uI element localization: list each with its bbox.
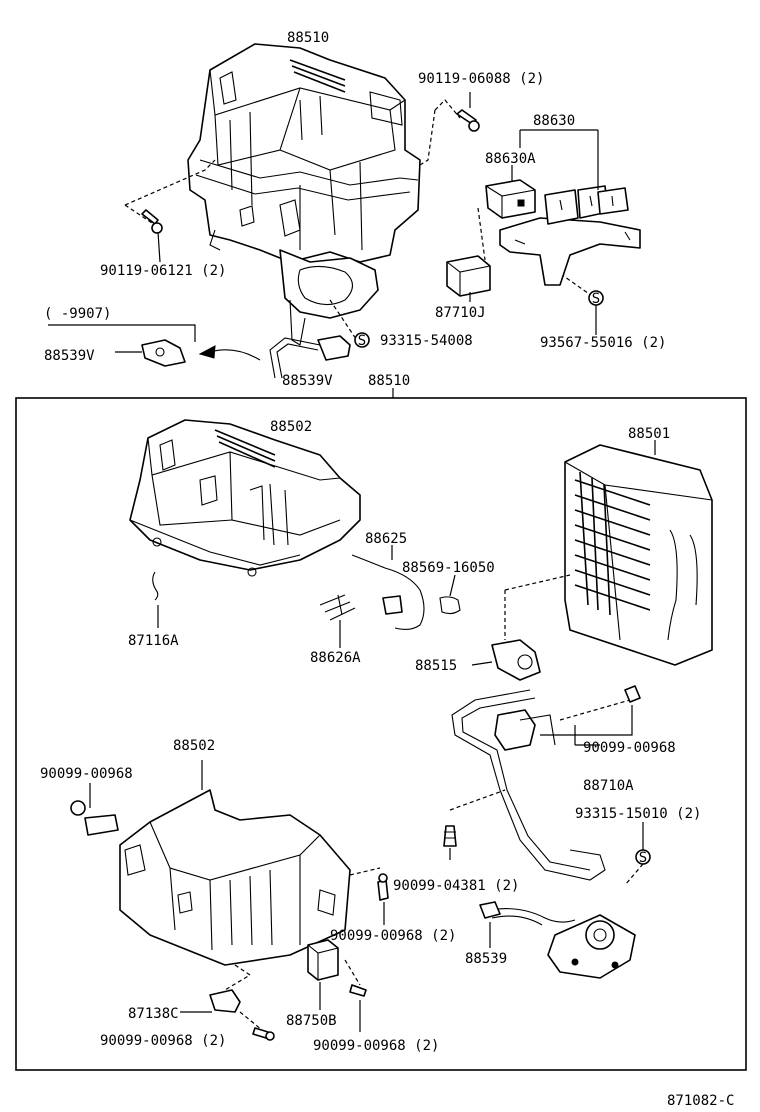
bolt-90119-06121	[141, 209, 163, 234]
arrow-icon	[198, 345, 261, 361]
label-clip-wire: 88569-16050	[402, 560, 495, 576]
screw-marker-1: S	[354, 332, 370, 349]
label-relay-group: 88630	[533, 113, 575, 129]
bolt-90099-00968-left	[70, 783, 119, 836]
bolt-90099-00968-bottom-left	[252, 1027, 275, 1041]
label-bolt-left: 90119-06121 (2)	[100, 263, 226, 279]
clamp-88626a	[319, 594, 356, 648]
label-diagram-id: 871082-C	[667, 1093, 734, 1109]
label-sensor-mid: 88539V	[282, 373, 333, 389]
label-screw-s3: 93315-15010 (2)	[575, 806, 701, 822]
screw-marker-2: S	[588, 290, 604, 307]
label-evaporator: 88501	[628, 426, 670, 442]
label-bolt-lower-left: 90099-00968	[40, 766, 133, 782]
screw-marker-text: S	[592, 291, 600, 307]
screw-marker-text: S	[358, 333, 366, 349]
label-relay-j: 87710J	[435, 305, 486, 321]
bolt-90099-04381	[443, 825, 457, 860]
label-relay-a: 88630A	[485, 151, 536, 167]
assembly-box	[15, 397, 747, 1071]
label-sensor-left: 88539V	[44, 348, 95, 364]
cooling-unit-top	[187, 43, 421, 346]
label-bolt-top-right: 90119-06088 (2)	[418, 71, 544, 87]
bolt-90099-00968-right	[624, 685, 641, 703]
tube-assy-88710a	[451, 689, 633, 881]
label-bolt-bottom-right: 90099-00968 (2)	[313, 1038, 439, 1054]
label-valve: 88515	[415, 658, 457, 674]
label-date-range: ( -9907)	[44, 306, 111, 322]
label-tube-assy: 88710A	[583, 778, 634, 794]
label-bolt-mid2: 90099-00968 (2)	[330, 928, 456, 944]
valve-88515	[471, 639, 541, 681]
evaporator-88501	[564, 440, 713, 666]
amp-88750b	[307, 939, 339, 1010]
label-case-lower: 88502	[173, 738, 215, 754]
label-bolt-bottom-left: 90099-00968 (2)	[100, 1033, 226, 1049]
label-screw-s1: 93315-54008	[380, 333, 473, 349]
thermistor-88539	[479, 901, 636, 979]
relay-87710j	[446, 255, 491, 297]
upper-case-88502	[129, 419, 361, 577]
label-thermistor: 88539	[465, 951, 507, 967]
clip-88569-16050	[439, 574, 461, 615]
wire-harness-88625	[351, 545, 425, 631]
lower-case-88502	[119, 760, 351, 966]
screw-marker-3: S	[635, 849, 651, 866]
label-wire-harness: 88625	[365, 531, 407, 547]
label-unit-top: 88510	[287, 30, 329, 46]
label-bolt-mid: 90099-04381 (2)	[393, 878, 519, 894]
screw-marker-text: S	[639, 850, 647, 866]
sensor-88539v-left	[115, 339, 186, 367]
label-case-upper: 88502	[270, 419, 312, 435]
label-assy-box: 88510	[368, 373, 410, 389]
relay-bracket-88630	[499, 185, 641, 286]
label-amp: 88750B	[286, 1013, 337, 1029]
bolt-90119-06088	[456, 109, 480, 132]
bolt-90099-00968-mid	[377, 873, 389, 901]
sensor-88539v-mid	[269, 335, 351, 379]
label-screw-s2: 93567-55016 (2)	[540, 335, 666, 351]
label-clamp-wire: 88626A	[310, 650, 361, 666]
clip-87116a	[152, 571, 159, 628]
bracket-87138c	[180, 989, 241, 1013]
relay-88630a	[485, 179, 536, 219]
bolt-90099-00968-bottom-right	[349, 984, 367, 1032]
label-clip-left: 87116A	[128, 633, 179, 649]
label-bolt-lower-right: 90099-00968	[583, 740, 676, 756]
label-bracket: 87138C	[128, 1006, 179, 1022]
